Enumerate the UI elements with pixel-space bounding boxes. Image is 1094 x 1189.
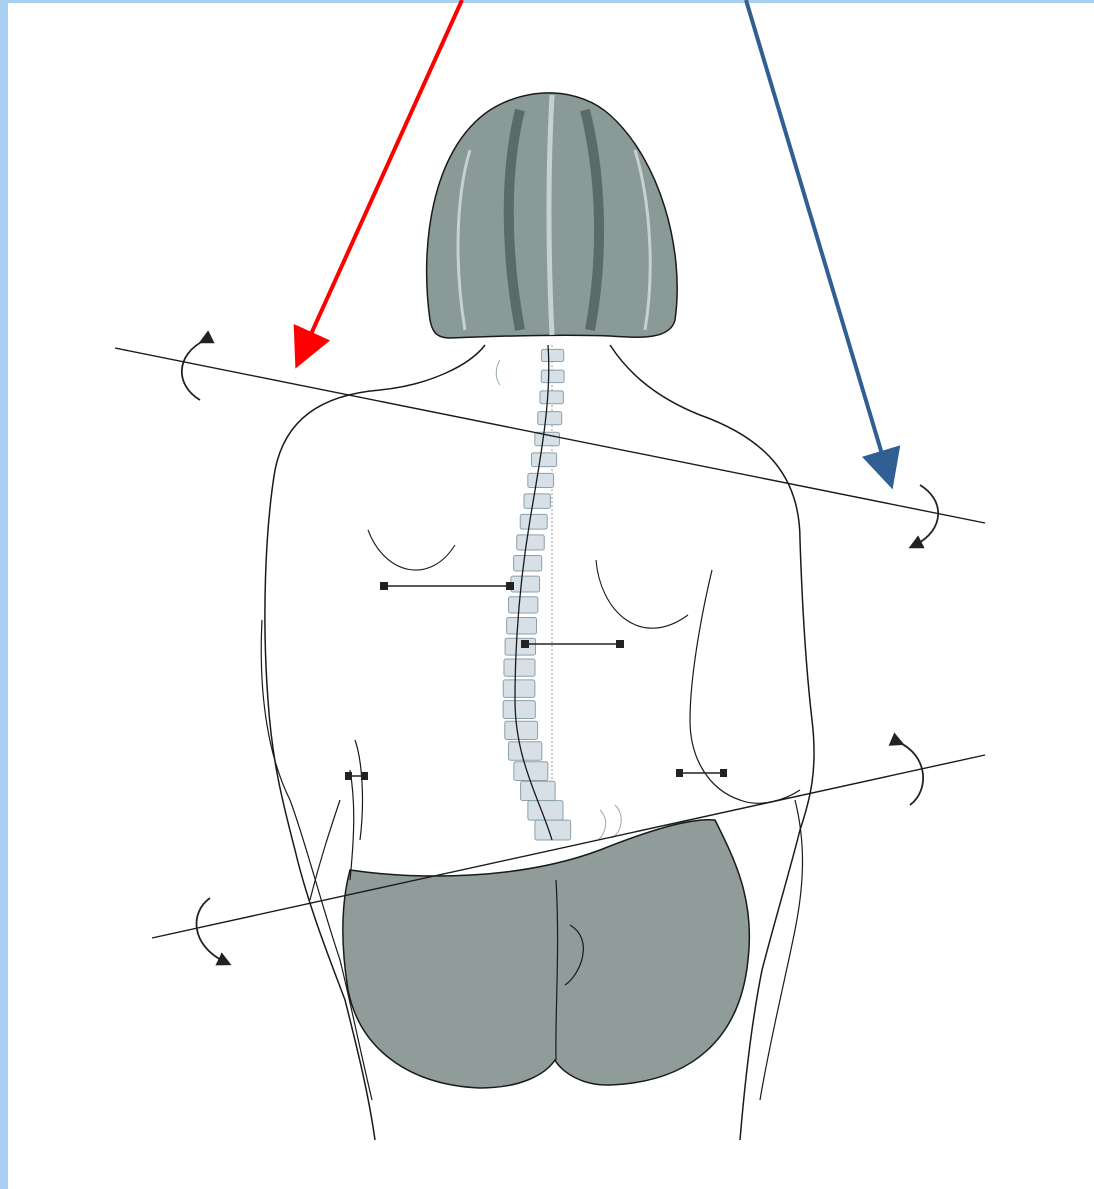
vertebra [528,801,563,821]
left-arm-outer [261,620,372,1100]
marker-icon [506,582,514,590]
vertebra [504,659,535,676]
left-scapula [368,530,455,570]
vertebra [514,762,548,781]
spine [503,349,571,840]
curved-rotation-arrow-icon [182,340,205,400]
vertebra [535,820,571,840]
vertebra [541,349,563,361]
vertebra [505,638,535,655]
vertebra [521,781,556,800]
skin-fold-1 [598,810,606,840]
garment-shape [343,820,750,1088]
marker-icon [616,640,624,648]
vertebra [503,680,535,698]
right-waist-line [690,570,800,803]
marker-icon [361,772,368,780]
vertebra [511,576,540,592]
skin-fold-2 [612,805,621,838]
vertebra [531,453,556,467]
vertebra [517,535,545,550]
vertebra [540,391,563,404]
vertebra [524,494,550,509]
marker-icon [380,582,388,590]
vertebra [503,701,535,719]
marker-icon [521,640,529,648]
vertebra [507,618,537,635]
vertebra [505,721,538,739]
marker-icon [720,769,727,777]
curved-rotation-arrow-icon [915,485,938,545]
neck-left [496,360,500,385]
vertebra [514,555,542,571]
right-scapula [596,560,688,628]
vertebra [520,514,547,529]
vertebra [541,370,564,383]
vertebra [528,473,554,487]
vertebra [509,597,538,613]
vertebra [538,412,562,425]
blue-pointer-arrow [746,0,888,474]
vertebra [508,742,541,761]
curved-rotation-arrow-icon [196,898,225,962]
marker-icon [345,772,352,780]
marker-icon [676,769,683,777]
left-waist-line [355,740,362,840]
